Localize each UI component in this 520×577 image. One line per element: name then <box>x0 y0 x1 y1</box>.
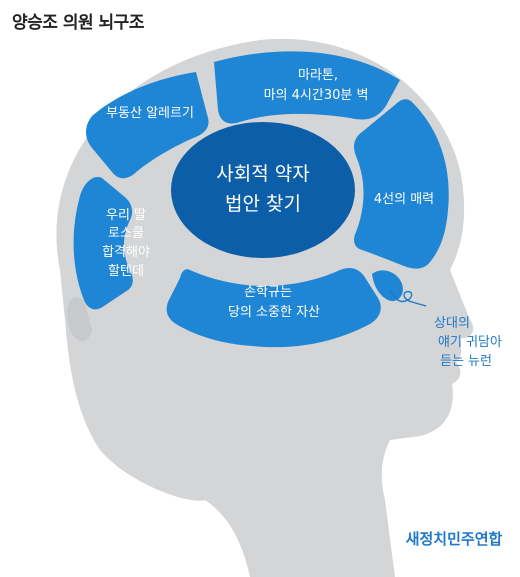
core-ellipse <box>171 122 355 258</box>
law-school-label-3: 합격해야 <box>102 245 150 260</box>
real-estate-label: 부동산 알레르기 <box>106 106 194 121</box>
ear-shape <box>66 297 92 342</box>
sohakgyu-label-1: 손학규는 <box>244 285 292 300</box>
segment-real-estate <box>86 72 209 179</box>
core-label-1: 사회적 약자 <box>216 163 309 185</box>
core-label-2: 법안 찾기 <box>225 193 301 215</box>
page-title: 양승조 의원 뇌구조 <box>12 13 144 33</box>
fourth-term-label: 4선의 매력 <box>374 192 434 207</box>
marathon-label-2: 마의 4시간30분 벽 <box>264 88 369 103</box>
callout-leader <box>389 289 427 307</box>
marathon-label-1: 마라톤, <box>298 68 338 83</box>
segment-law-school <box>73 176 133 310</box>
law-school-label-4: 할텐데 <box>108 264 144 279</box>
segment-fourth-term <box>354 99 449 269</box>
party-logo: 새정치민주연합 <box>406 530 503 548</box>
segment-sohakgyu <box>166 268 381 348</box>
law-school-label-2: 로스쿨 <box>108 226 144 241</box>
callout-label-1: 상대의 <box>434 316 470 331</box>
callout-label-3: 듣는 뉴런 <box>440 354 492 369</box>
law-school-label-1: 우리 딸 <box>106 208 146 223</box>
callout-label-2: 얘기 귀담아 <box>438 335 502 350</box>
segment-marathon <box>214 51 400 124</box>
segment-listening-neuron <box>372 270 403 302</box>
sohakgyu-label-2: 당의 소중한 자산 <box>228 305 320 320</box>
